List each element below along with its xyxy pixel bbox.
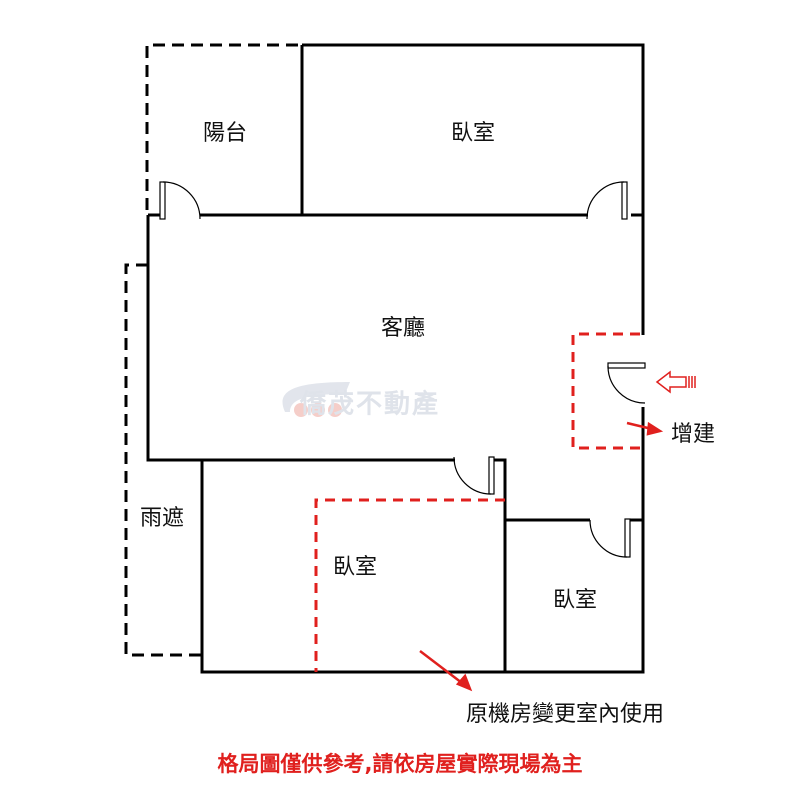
- machine-room-label: 原機房變更室內使用: [465, 702, 665, 727]
- room-bedroom-right-label: 臥室: [552, 588, 598, 613]
- room-bedroom-top-label: 臥室: [450, 121, 496, 146]
- door-bedroom-middle[interactable]: [488, 456, 495, 495]
- watermark-text: 僑茂不動產: [299, 389, 441, 420]
- extension-label: 增建: [670, 422, 716, 447]
- room-rain-shelter-label: 雨遮: [139, 506, 185, 531]
- entrance-arrow-icon: [655, 370, 696, 394]
- watermark-logo-icon: [282, 382, 350, 417]
- door-balcony[interactable]: [159, 181, 166, 220]
- room-living-label: 客廳: [380, 316, 426, 341]
- walls: [146, 43, 645, 674]
- door-bedroom-top[interactable]: [621, 181, 628, 220]
- doors: [159, 181, 646, 558]
- pointer-arrow-icon: [419, 421, 664, 692]
- door-bedroom-right[interactable]: [624, 518, 631, 558]
- dashed-boundaries: [124, 43, 302, 657]
- room-balcony-label: 陽台: [202, 121, 248, 146]
- door-entrance[interactable]: [607, 362, 646, 369]
- red-dashed-areas: [314, 332, 640, 672]
- disclaimer: 格局圖僅供參考,請依房屋實際現場為主: [217, 752, 583, 776]
- room-bedroom-middle-label: 臥室: [332, 555, 378, 580]
